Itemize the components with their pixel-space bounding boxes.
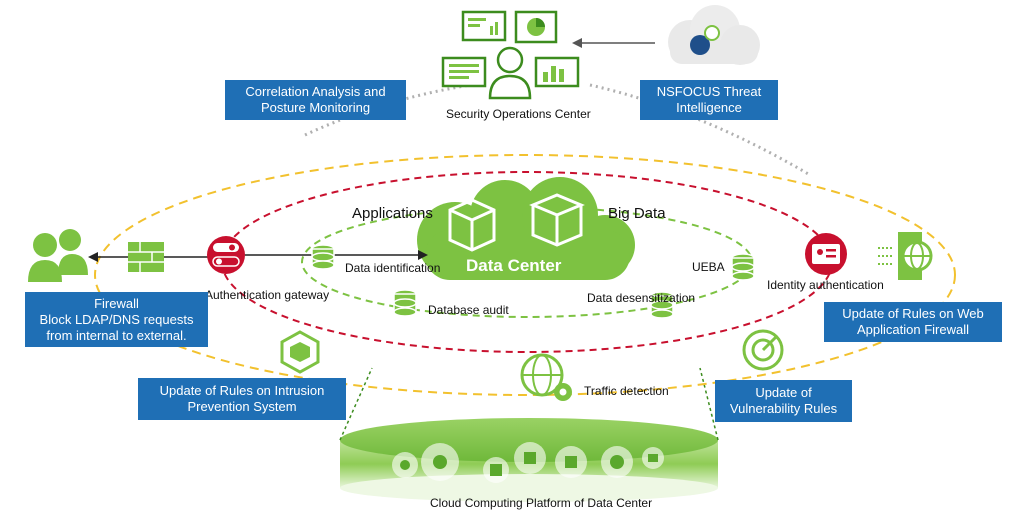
- applications-label: Applications: [352, 205, 433, 222]
- database-audit-db-icon: [393, 289, 417, 317]
- outer-yellow-ring: [94, 154, 956, 396]
- intrusion-prevention-icon: [280, 330, 320, 374]
- vulnerability-radar-icon: [742, 329, 784, 371]
- firewall-line1: Firewall: [94, 295, 139, 311]
- data-center-title: Data Center: [466, 256, 562, 275]
- waf-line1: Update of Rules on Web: [842, 306, 984, 321]
- threat-intelligence-box: NSFOCUS Threat Intelligence: [640, 80, 778, 120]
- authentication-gateway-icon: [207, 236, 245, 274]
- monitor-bar-chart-icon: [534, 56, 580, 88]
- ips-rules-box: Update of Rules on Intrusion Prevention …: [138, 378, 346, 420]
- data-identification-db-icon: [311, 244, 335, 270]
- monitor-pie-icon: [514, 10, 558, 44]
- vuln-line1: Update of: [755, 385, 812, 400]
- monitor-dashboard-icon: [461, 10, 507, 42]
- ips-line1: Update of Rules on Intrusion: [159, 383, 325, 398]
- ips-line2: Prevention System: [187, 399, 297, 414]
- firewall-line2: Block LDAP/DNS requests: [39, 311, 194, 327]
- data-desensitization-label: Data desensitization: [587, 291, 696, 305]
- database-audit-label: Database audit: [428, 303, 509, 317]
- soc-label: Security Operations Center: [446, 107, 591, 121]
- big-data-label: Big Data: [608, 205, 666, 222]
- identity-authentication-icon: [805, 233, 847, 275]
- traffic-detection-globe-icon: [520, 353, 572, 401]
- data-center-cloud-icon: [417, 177, 635, 280]
- vuln-line2: Vulnerability Rules: [729, 401, 838, 416]
- web-application-firewall-icon: [878, 232, 933, 280]
- cloud-platform-label: Cloud Computing Platform of Data Center: [430, 496, 653, 510]
- correlation-line2: Posture Monitoring: [260, 100, 371, 115]
- correlation-line1: Correlation Analysis and: [245, 84, 386, 99]
- platform-icons: [392, 442, 664, 483]
- threat-intel-line2: Intelligence: [676, 100, 742, 115]
- users-icon: [28, 229, 88, 282]
- threat-intel-line1: NSFOCUS Threat: [656, 84, 762, 99]
- traffic-detection-label: Traffic detection: [584, 384, 669, 398]
- threat-intelligence-cloud-icon: [668, 5, 760, 65]
- firewall-box: Firewall Block LDAP/DNS requests from in…: [25, 292, 208, 347]
- operator-icon: [488, 46, 532, 100]
- ueba-label: UEBA: [692, 260, 725, 274]
- data-identification-label: Data identification: [345, 261, 441, 275]
- ueba-db-icon: [731, 253, 755, 281]
- data-desensitization-db-icon: [650, 291, 674, 319]
- authentication-gateway-label: Authentication gateway: [205, 288, 330, 302]
- firewall-line3: from internal to external.: [46, 327, 187, 343]
- identity-authentication-label: Identity authentication: [767, 278, 884, 292]
- waf-line2: Application Firewall: [857, 322, 969, 337]
- firewall-brick-icon: [128, 242, 164, 272]
- monitor-list-icon: [441, 56, 487, 88]
- vulnerability-rules-box: Update of Vulnerability Rules: [715, 380, 852, 422]
- correlation-analysis-box: Correlation Analysis and Posture Monitor…: [225, 80, 406, 120]
- waf-rules-box: Update of Rules on Web Application Firew…: [824, 302, 1002, 342]
